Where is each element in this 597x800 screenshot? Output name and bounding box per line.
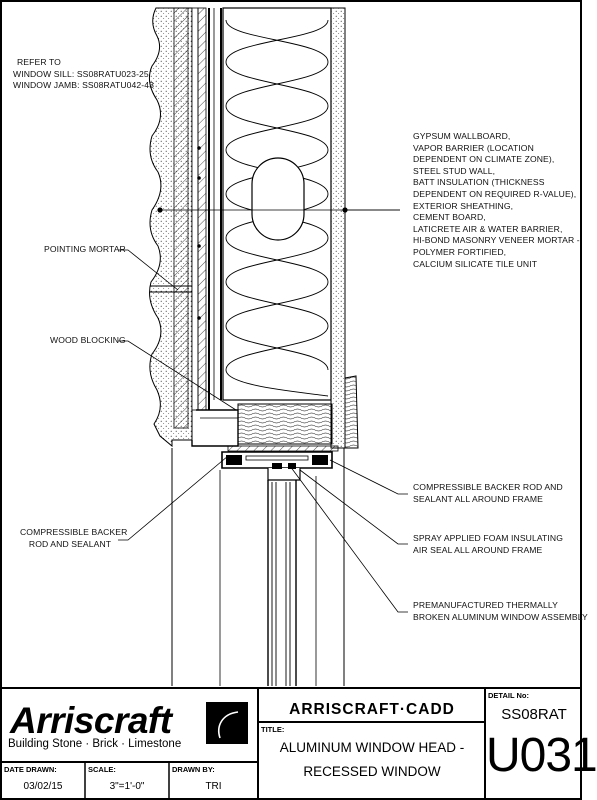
refer-note: REFER TO WINDOW SILL: SS08RATU023-25 WIN…	[13, 57, 154, 92]
backer-rod-left-note: COMPRESSIBLE BACKER ROD AND SEALANT	[20, 527, 128, 550]
window-assembly-line: PREMANUFACTURED THERMALLY	[413, 600, 558, 610]
backer-rod-left-line: COMPRESSIBLE BACKER	[20, 527, 128, 537]
spray-foam-line: AIR SEAL ALL AROUND FRAME	[413, 544, 543, 555]
backer-rod-right-line: SEALANT ALL AROUND FRAME	[413, 493, 543, 504]
wall-assembly-line: VAPOR BARRIER (LOCATION	[413, 142, 534, 153]
spray-foam-note: SPRAY APPLIED FOAM INSULATING AIR SEAL A…	[413, 533, 563, 556]
wall-assembly-line: EXTERIOR SHEATHING,	[413, 200, 514, 211]
detail-prefix: SS08RAT	[501, 706, 567, 723]
arriscraft-logo-tagline: Building Stone · Brick · Limestone	[8, 738, 182, 750]
scale-label: SCALE:	[88, 765, 116, 774]
company-cadd: ARRISCRAFT·CADD	[289, 701, 455, 718]
detail-label: DETAIL No:	[488, 691, 529, 700]
wall-assembly-line: STEEL STUD WALL,	[413, 165, 496, 176]
veneer-mortar	[173, 7, 189, 429]
sheet-border	[0, 0, 582, 800]
exterior-sheathing	[197, 7, 207, 411]
wall-assembly-note: GYPSUM WALLBOARD, VAPOR BARRIER (LOCATIO…	[413, 131, 580, 270]
title-block-grid	[1, 687, 581, 800]
cement-board	[191, 7, 199, 411]
drawn-label: DRAWN BY:	[172, 765, 215, 774]
wood-blocking	[237, 403, 333, 445]
gypsum-wallboard	[330, 7, 346, 449]
backer-rod-left-line: ROD AND SEALANT	[28, 538, 112, 549]
pointing-mortar-note: POINTING MORTAR	[44, 244, 126, 254]
window-assembly-line: BROKEN ALUMINUM WINDOW ASSEMBLY	[413, 611, 588, 622]
wood-blocking-note: WOOD BLOCKING	[50, 335, 126, 345]
drawing-title-line: RECESSED WINDOW	[303, 764, 441, 779]
spray-foam-line: SPRAY APPLIED FOAM INSULATING	[413, 533, 563, 543]
wall-assembly-line: DEPENDENT ON REQUIRED R-VALUE),	[413, 188, 577, 199]
drawn-value: TRI	[205, 781, 222, 792]
wall-section	[148, 7, 359, 452]
title-label: TITLE:	[261, 725, 285, 734]
scale-value: 3"=1'-0"	[109, 781, 145, 792]
wall-assembly-line: BATT INSULATION (THICKNESS	[413, 177, 545, 188]
refer-note-line: WINDOW SILL: SS08RATU023-25	[13, 68, 149, 79]
detail-number: U031	[486, 729, 597, 782]
wall-assembly-line: DEPENDENT ON CLIMATE ZONE),	[413, 154, 555, 165]
interior-trim	[344, 375, 359, 449]
date-value: 03/02/15	[23, 781, 63, 792]
backer-rod-right-line: COMPRESSIBLE BACKER ROD AND	[413, 482, 563, 492]
backer-rod-right-note: COMPRESSIBLE BACKER ROD AND SEALANT ALL …	[413, 482, 563, 505]
refer-note-line: REFER TO	[17, 57, 61, 67]
wall-assembly-line: CALCIUM SILICATE TILE UNIT	[413, 258, 538, 269]
refer-note-line: WINDOW JAMB: SS08RATU042-43	[13, 80, 155, 91]
wall-assembly-line: LATICRETE AIR & WATER BARRIER,	[413, 223, 563, 234]
window-assembly-note: PREMANUFACTURED THERMALLY BROKEN ALUMINU…	[413, 600, 588, 623]
date-label: DATE DRAWN:	[4, 765, 57, 774]
wall-assembly-line: POLYMER FORTIFIED,	[413, 246, 507, 257]
arriscraft-logo-mark	[206, 702, 248, 744]
leader-lines	[118, 209, 408, 613]
wall-assembly-line: CEMENT BOARD,	[413, 212, 486, 223]
window-assembly	[171, 448, 345, 686]
stud-knockout	[251, 157, 305, 241]
arriscraft-logo-name: Arriscraft	[10, 700, 172, 741]
detail-drawing	[0, 0, 582, 800]
wall-assembly-line: HI-BOND MASONRY VENEER MORTAR -	[413, 235, 580, 246]
pointing-mortar-joint	[150, 285, 192, 293]
drawing-title-line: ALUMINUM WINDOW HEAD -	[279, 740, 465, 755]
wall-assembly-line: GYPSUM WALLBOARD,	[413, 131, 511, 141]
